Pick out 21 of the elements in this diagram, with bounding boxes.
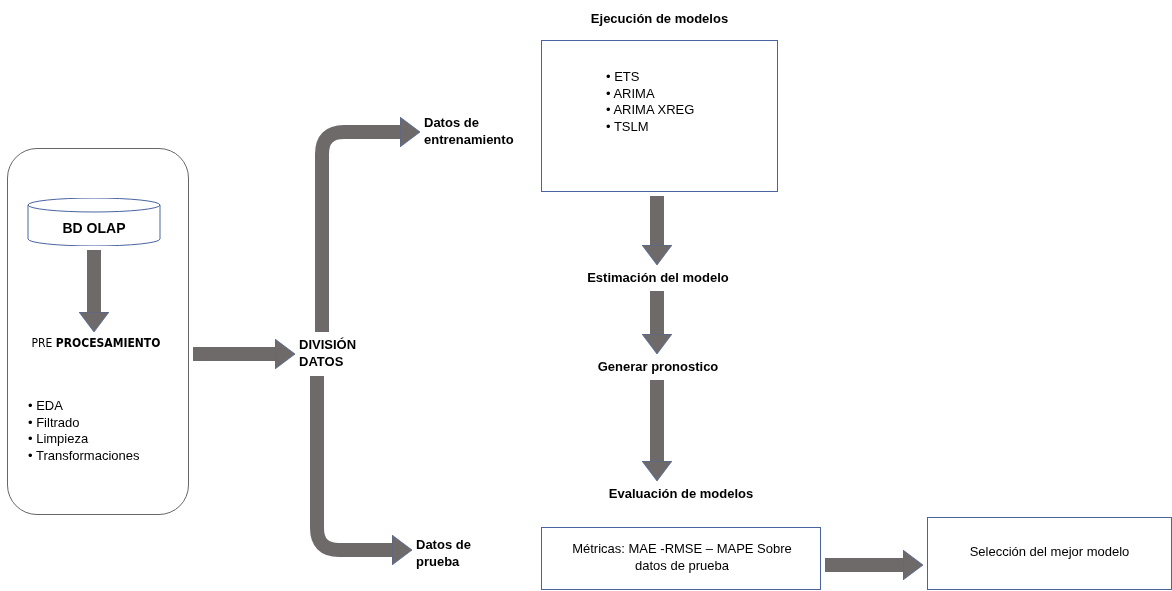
bullet-item: • Filtrado: [28, 414, 81, 431]
step-label: Estimación del modelo: [572, 269, 744, 287]
bullet-item: • ETS: [606, 69, 641, 86]
step-label: Datos de entrenamiento: [424, 114, 536, 150]
process-box: [927, 517, 1172, 590]
box-text: Selección del mejor modelo: [968, 544, 1131, 559]
bullet-item: • ARIMA XREG: [606, 102, 695, 119]
rounded-container: [7, 148, 189, 515]
box-heading: Ejecución de modelos: [589, 10, 730, 27]
bullet-item: • ARIMA: [606, 85, 656, 102]
bullet-item: • TSLM: [606, 118, 650, 135]
bullet-item: • Limpieza: [28, 431, 90, 448]
cylinder-label: BD OLAP: [61, 220, 127, 237]
section-heading: PRE PROCESAMIENTO: [30, 336, 162, 350]
bullet-item: • EDA: [28, 398, 64, 415]
box-text: Métricas: MAE -RMSE – MAPE Sobre datos de prueba: [571, 541, 793, 574]
bullet-item: • Transformaciones: [28, 447, 140, 464]
step-label: Datos de prueba: [416, 536, 490, 572]
step-label: Generar pronostico: [580, 358, 736, 376]
box-heading: Evaluación de modelos: [607, 485, 755, 502]
step-label: DIVISIÓN DATOS: [299, 336, 371, 372]
